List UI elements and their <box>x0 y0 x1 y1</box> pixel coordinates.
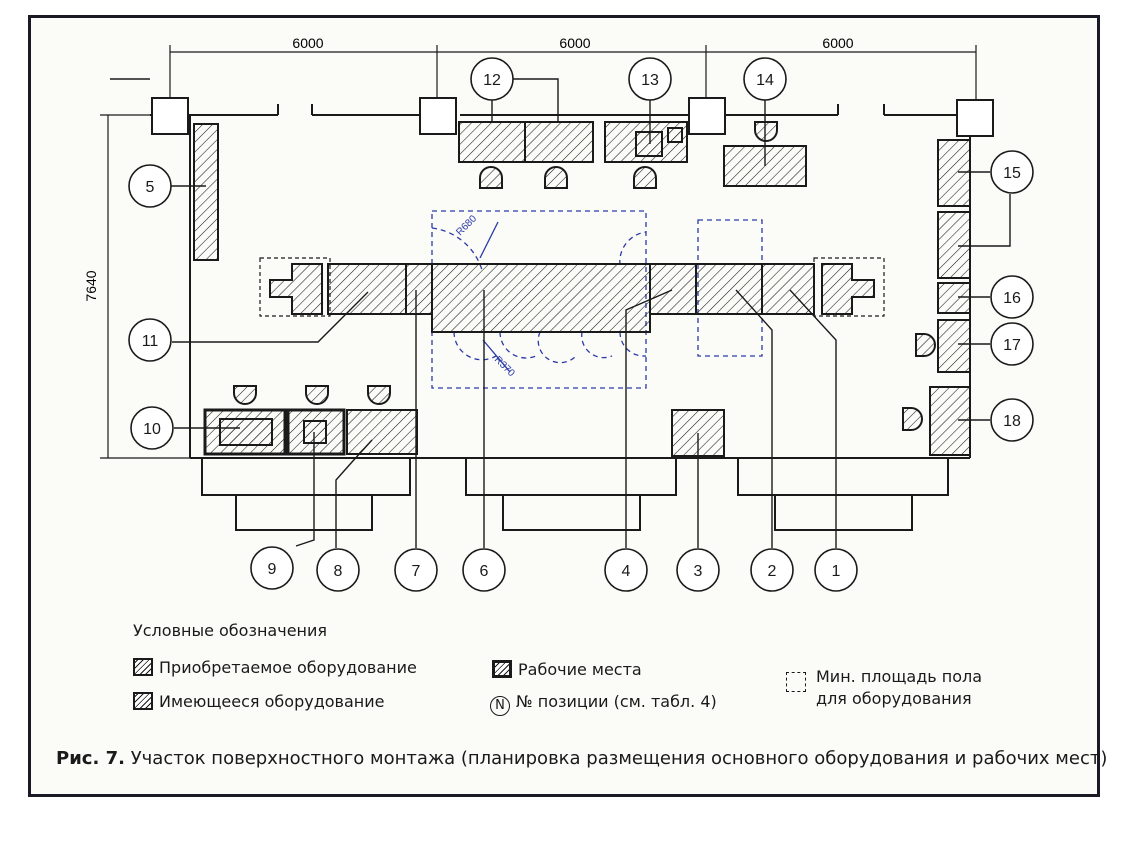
position-18: 18 <box>1003 413 1021 430</box>
workplace-swatch-icon <box>492 660 512 678</box>
position-11: 11 <box>142 333 159 350</box>
callout-circle-16 <box>990 275 1034 319</box>
dim-span-3: 6000 <box>822 35 853 51</box>
dimension-lines <box>100 45 977 459</box>
legend-workplaces: Рабочие места <box>492 660 642 679</box>
callout-circle-9 <box>250 546 294 590</box>
position-numbers: 12 13 14 5 15 16 17 18 11 10 9 8 7 6 4 3… <box>142 72 1021 580</box>
hatch-swatch-icon <box>133 692 153 710</box>
callout-circle-11 <box>128 318 172 362</box>
chairs <box>233 121 936 431</box>
callout-circle-5 <box>128 164 172 208</box>
callout-circle-8 <box>316 548 360 592</box>
position-5: 5 <box>146 179 155 196</box>
position-14: 14 <box>756 72 774 89</box>
legend-position-label: № позиции (см. табл. 4) <box>516 692 717 711</box>
legend-workplaces-label: Рабочие места <box>518 660 642 679</box>
callout-circle-3 <box>676 548 720 592</box>
position-16: 16 <box>1003 290 1021 307</box>
position-9: 9 <box>268 561 277 578</box>
position-17: 17 <box>1003 337 1021 354</box>
callout-circle-1 <box>814 548 858 592</box>
legend-min-area: Мин. площадь пола для оборудования <box>786 666 982 710</box>
dim-span-2: 6000 <box>559 35 590 51</box>
position-13: 13 <box>641 72 659 89</box>
legend-min-area-line2: для оборудования <box>816 689 972 708</box>
callout-circle-12 <box>470 57 514 101</box>
legend-existing: Имеющееся оборудование <box>133 692 384 711</box>
position-4: 4 <box>622 563 631 580</box>
position-15: 15 <box>1003 165 1021 182</box>
position-8: 8 <box>334 563 343 580</box>
callout-circle-13 <box>628 57 672 101</box>
columns <box>151 97 994 137</box>
position-1: 1 <box>832 563 841 580</box>
legend-purchased: Приобретаемое оборудование <box>133 658 417 677</box>
workplaces <box>203 408 346 456</box>
callout-circle-2 <box>750 548 794 592</box>
position-circle-icon: N <box>490 696 510 716</box>
position-7: 7 <box>412 563 421 580</box>
callout-circle-14 <box>743 57 787 101</box>
position-10: 10 <box>143 421 161 438</box>
callout-circle-17 <box>990 322 1034 366</box>
position-2: 2 <box>768 563 777 580</box>
callout-circle-15 <box>990 150 1034 194</box>
legend-min-area-line1: Мин. площадь пола <box>816 667 983 686</box>
callout-circle-10 <box>130 406 174 450</box>
caption-label: Рис. 7. <box>56 748 125 769</box>
inner-squares <box>219 127 683 446</box>
legend-purchased-label: Приобретаемое оборудование <box>159 658 417 677</box>
dim-span-1: 6000 <box>292 35 323 51</box>
position-12: 12 <box>483 72 501 89</box>
legend-title: Условные обозначения <box>133 621 328 640</box>
position-callouts <box>128 57 1034 592</box>
dashed-area-icon <box>786 672 806 692</box>
callout-circle-18 <box>990 398 1034 442</box>
callout-circle-7 <box>394 548 438 592</box>
callout-circle-4 <box>604 548 648 592</box>
radius-label-r370: R370 <box>492 354 517 379</box>
caption-text: Участок поверхностного монтажа (планиров… <box>130 748 1108 769</box>
equipment <box>193 121 971 457</box>
radius-label-r680: R680 <box>454 213 479 238</box>
position-6: 6 <box>480 563 489 580</box>
lower-annex <box>201 458 949 531</box>
hatch-swatch-icon <box>133 658 153 676</box>
legend-existing-label: Имеющееся оборудование <box>159 692 385 711</box>
callout-circle-6 <box>462 548 506 592</box>
figure-caption: Рис. 7. Участок поверхностного монтажа (… <box>56 748 1107 769</box>
dim-height: 7640 <box>83 270 99 301</box>
position-3: 3 <box>694 563 703 580</box>
legend-position: N № позиции (см. табл. 4) <box>490 692 717 716</box>
